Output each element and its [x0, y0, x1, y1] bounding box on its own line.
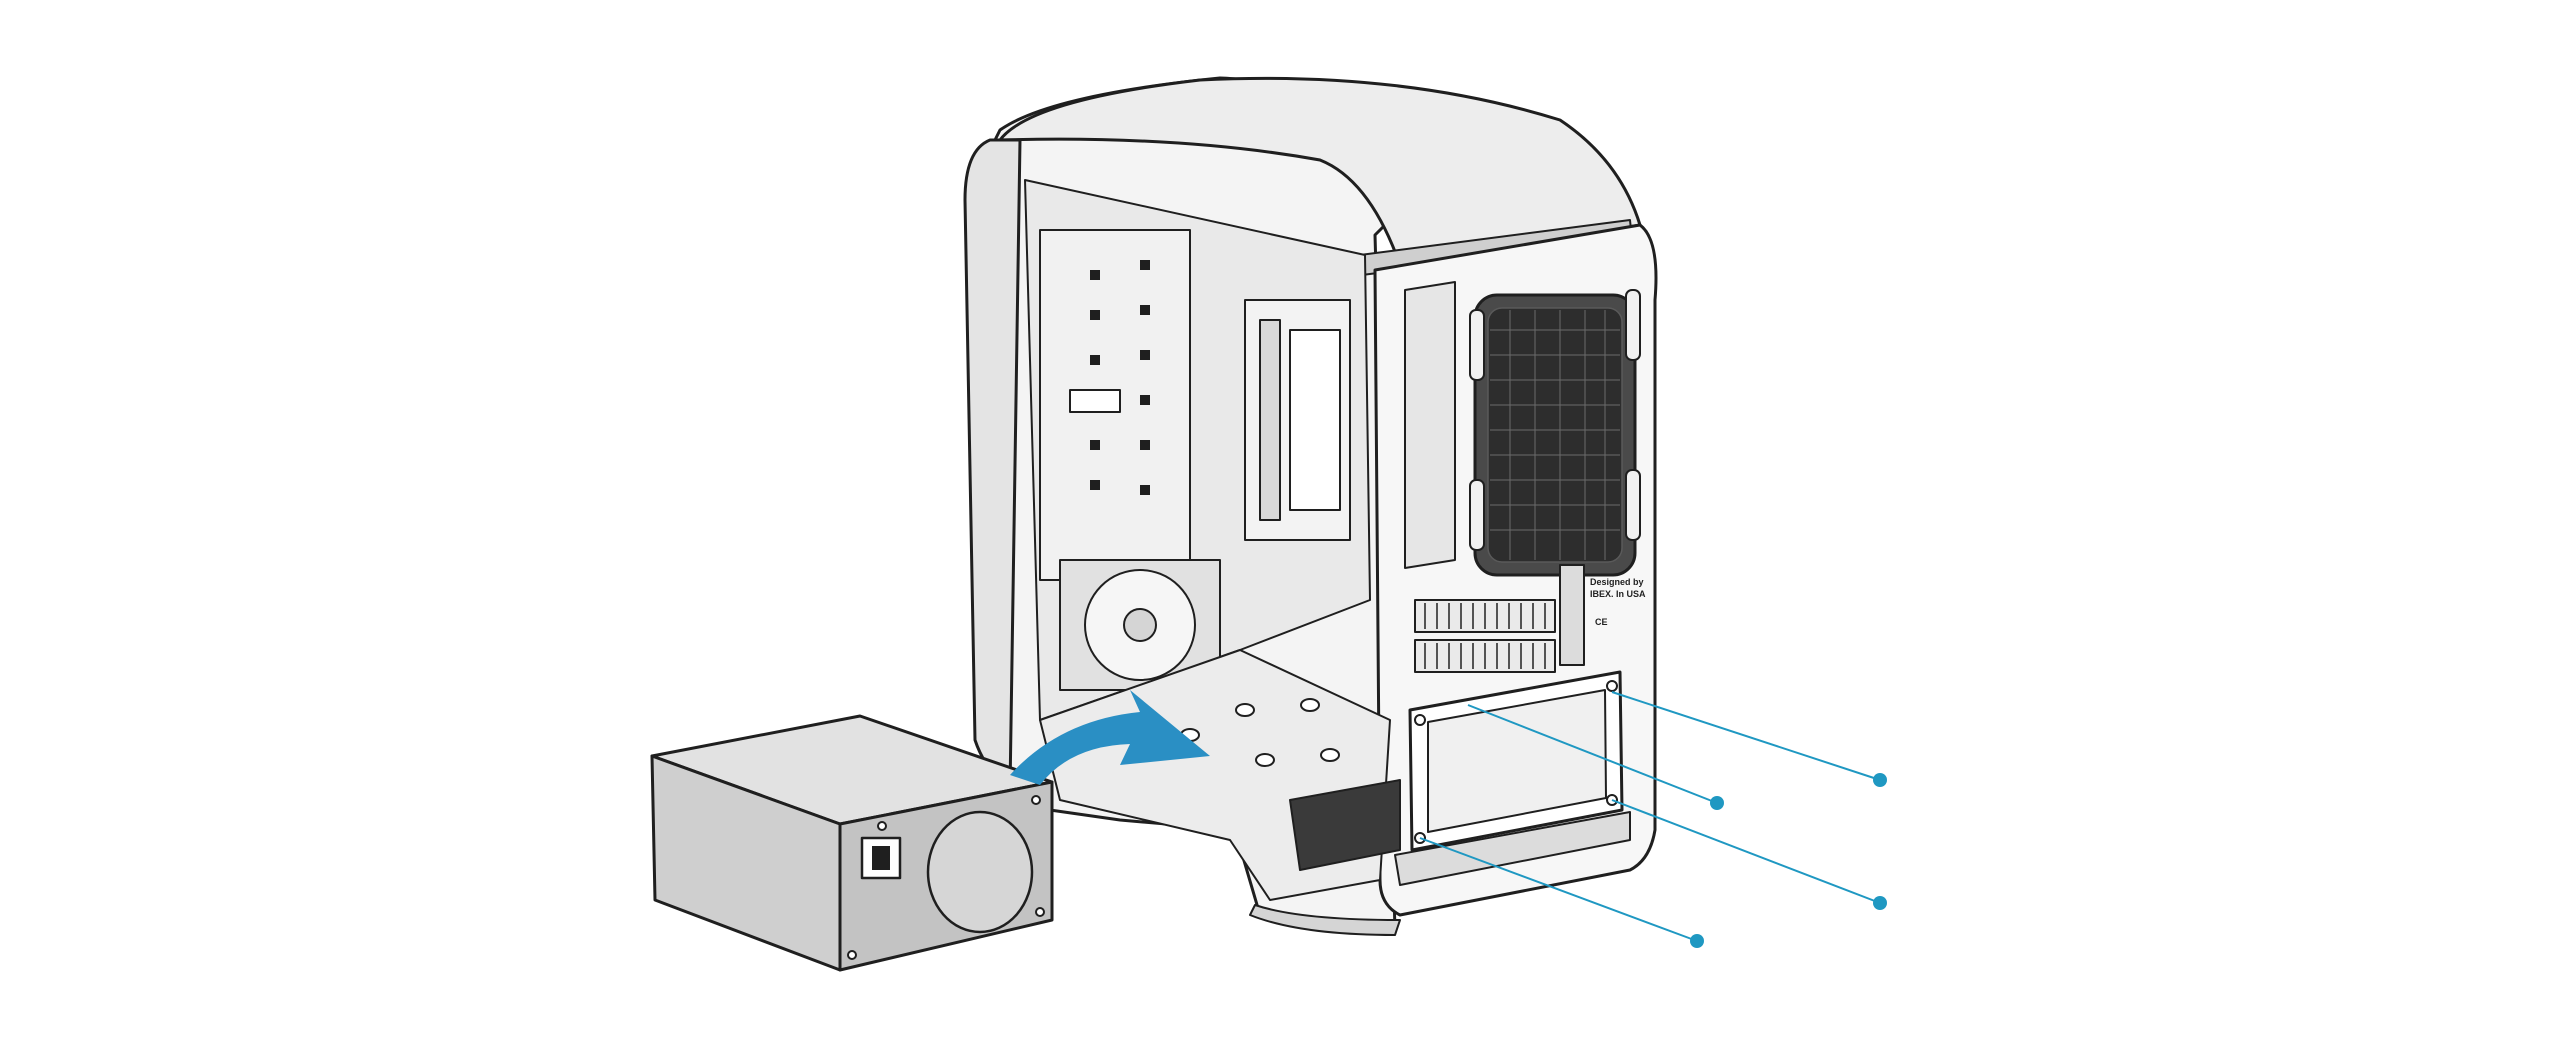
case-label-line2: IBEX. In USA	[1590, 589, 1646, 599]
callout-4	[1419, 837, 1704, 948]
fan-mesh	[1490, 310, 1620, 560]
callout-dot-icon	[1710, 796, 1724, 810]
callout-3	[1611, 799, 1887, 910]
case-top-panel	[998, 76, 1642, 267]
callout-2	[1467, 704, 1724, 810]
front-bezel	[963, 138, 1022, 792]
psu-fan-icon	[926, 810, 1034, 934]
drive-handle	[1069, 389, 1121, 413]
expansion-slots	[1414, 599, 1556, 673]
callout-dot-icon	[1873, 773, 1887, 787]
callout-dot-icon	[1873, 896, 1887, 910]
bottom-grille	[1289, 779, 1401, 871]
case-label-line1: Designed by	[1590, 577, 1644, 587]
callout-1	[1611, 691, 1887, 787]
case-label: Designed by IBEX. In USA CE	[1590, 577, 1646, 627]
pc-case	[963, 76, 1658, 936]
curved-arrow-icon	[1010, 690, 1210, 785]
callout-lines	[1419, 691, 1887, 948]
callout-dot-icon	[1690, 934, 1704, 948]
floor-screw-holes	[1180, 698, 1340, 767]
power-supply-unit	[650, 714, 1054, 972]
cert-marks: CE	[1595, 617, 1608, 627]
